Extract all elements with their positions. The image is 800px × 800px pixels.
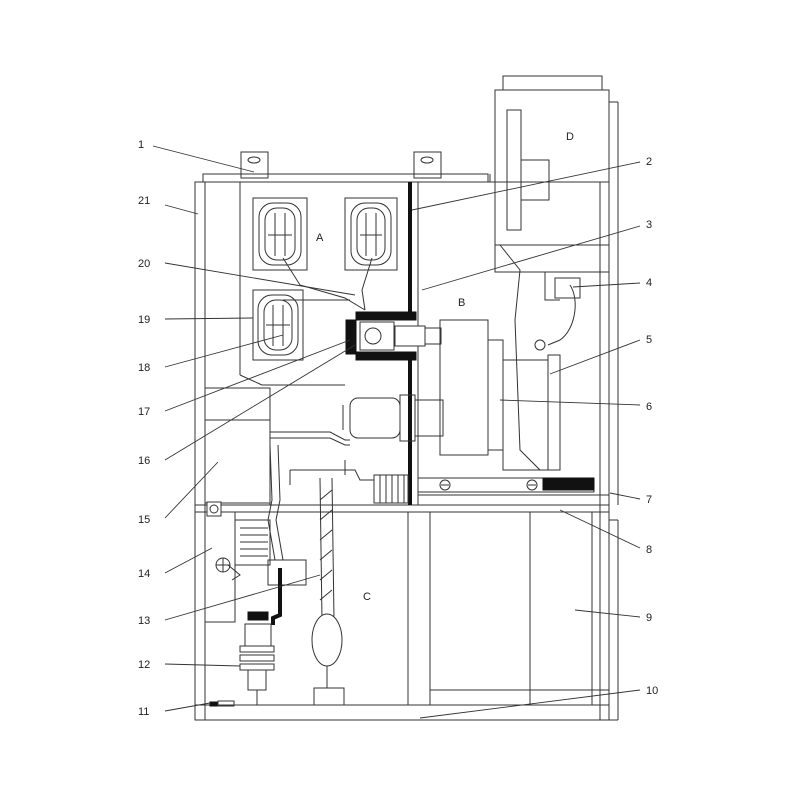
callout-numbers: 1 2 3 4 5 6 7 8 9 10 11 12 13 14 15 16 1… (138, 139, 658, 718)
callout-21: 21 (138, 195, 150, 207)
callout-17: 17 (138, 406, 150, 418)
callout-14: 14 (138, 568, 150, 580)
cable-compartment (204, 444, 609, 707)
callout-19: 19 (138, 314, 150, 326)
label-d: D (566, 131, 574, 143)
callout-2: 2 (646, 156, 652, 168)
callout-13: 13 (138, 615, 150, 627)
contact-spout (345, 311, 442, 361)
leader-lines (152, 145, 641, 719)
earthing-switch-area (204, 387, 409, 505)
label-c: C (363, 591, 371, 603)
callout-20: 20 (138, 258, 150, 270)
callout-10: 10 (646, 685, 658, 697)
label-a: A (316, 232, 324, 244)
callout-3: 3 (646, 219, 652, 231)
callout-4: 4 (646, 277, 652, 289)
callout-8: 8 (646, 544, 652, 556)
lifting-lugs (202, 151, 489, 183)
compartment-labels: A B C D (316, 131, 574, 603)
callout-12: 12 (138, 659, 150, 671)
callout-18: 18 (138, 362, 150, 374)
callout-5: 5 (646, 334, 652, 346)
lv-compartment (494, 75, 619, 505)
callout-6: 6 (646, 401, 652, 413)
callout-7: 7 (646, 494, 652, 506)
callout-9: 9 (646, 612, 652, 624)
breaker-compartment (342, 244, 609, 496)
cabinet-outline (194, 181, 619, 721)
label-b: B (458, 297, 465, 309)
callout-15: 15 (138, 514, 150, 526)
callout-11: 11 (138, 706, 149, 718)
callout-16: 16 (138, 455, 150, 467)
callout-1: 1 (138, 139, 144, 151)
